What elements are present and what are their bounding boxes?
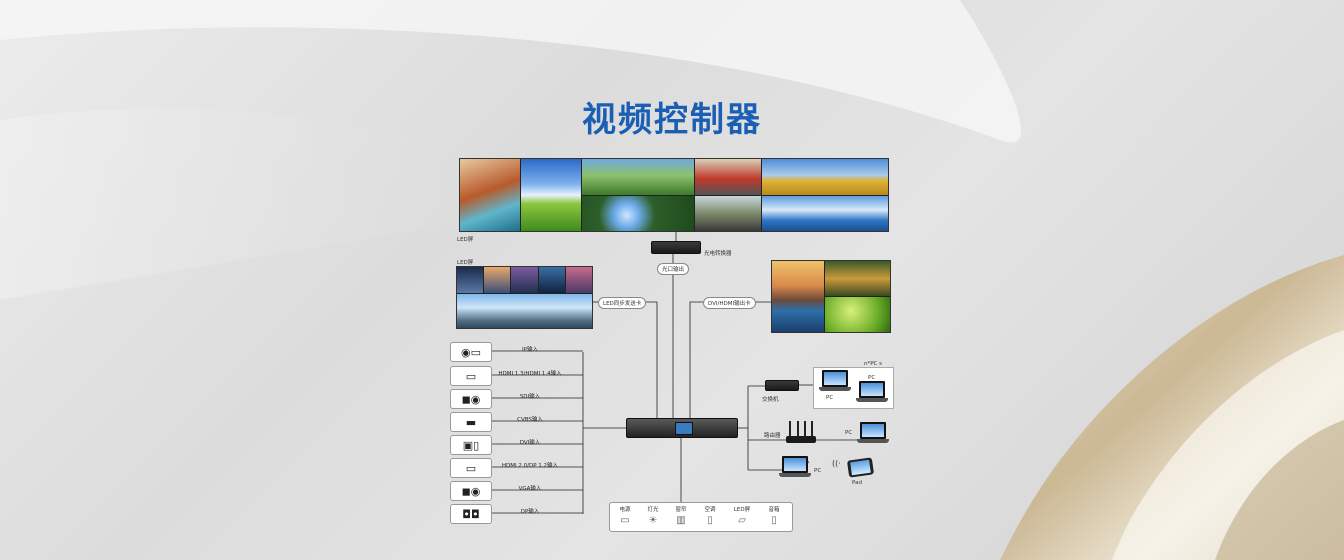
fiber-converter bbox=[651, 241, 701, 254]
left-led-wall bbox=[456, 266, 593, 329]
sunset-tile bbox=[565, 267, 592, 293]
hut-sunset-tile bbox=[772, 261, 824, 332]
input-label: CVBS输入 bbox=[517, 417, 543, 423]
switch-label: 交换机 bbox=[762, 397, 779, 403]
wifi-signal-icon: ((· bbox=[832, 459, 841, 468]
led-sync-card-tag: LED同步发送卡 bbox=[598, 297, 647, 309]
input-label: HDMI 2.0/DP 1.2输入 bbox=[501, 463, 559, 469]
laptop-icon bbox=[857, 422, 889, 444]
pc-label: PC bbox=[868, 375, 876, 381]
city-skyline-tile bbox=[457, 294, 592, 328]
input-label: SDI输入 bbox=[519, 394, 541, 400]
dvi-hdmi-card-tag: DVI/HDMI输出卡 bbox=[703, 297, 756, 309]
laptop-icon bbox=[779, 456, 811, 478]
pc-label: PC bbox=[826, 395, 834, 401]
appliance-item: 窗帘 ▥ bbox=[669, 505, 693, 527]
tablet-icon bbox=[846, 457, 875, 478]
laptop-icon bbox=[856, 381, 888, 403]
laptop-icon: ▭ bbox=[465, 461, 477, 475]
appliance-label: 空调 bbox=[704, 507, 716, 513]
input-device-box: ◘◘ bbox=[450, 504, 492, 524]
appliance-label: 电源 bbox=[619, 507, 631, 513]
input-label: IP输入 bbox=[522, 347, 538, 353]
harbor-tile bbox=[538, 267, 565, 293]
connection-line bbox=[640, 301, 658, 418]
appliance-label: 灯光 bbox=[647, 507, 659, 513]
city-night-tile bbox=[457, 267, 484, 293]
beach-rocks-tile bbox=[460, 159, 520, 231]
router-icon bbox=[786, 421, 816, 445]
video-controller-unit bbox=[626, 418, 738, 438]
input-device-box: ▭ bbox=[450, 366, 492, 386]
dusk-tile bbox=[484, 267, 511, 293]
skyline-tile bbox=[511, 267, 538, 293]
lake-sky-tile bbox=[762, 195, 888, 231]
input-label: VGA输入 bbox=[518, 486, 542, 492]
input-label: DP输入 bbox=[520, 509, 540, 515]
appliance-label: LED屏 bbox=[733, 507, 751, 513]
input-device-box: ◉▭ bbox=[450, 342, 492, 362]
air-conditioner-icon: ▯ bbox=[707, 515, 713, 526]
pc-group-label: n*PC s bbox=[864, 361, 883, 367]
light-bulb-icon: ☀ bbox=[648, 515, 658, 526]
connection-line bbox=[689, 301, 703, 418]
power-strip-icon: ▭ bbox=[620, 515, 630, 526]
pad-label: Pad bbox=[852, 480, 862, 486]
computer-icon: ▣▯ bbox=[462, 438, 480, 452]
appliance-item: 电源 ▭ bbox=[613, 505, 637, 527]
ip-camera-icon: ◉▭ bbox=[461, 345, 481, 359]
pc-label: PC bbox=[814, 468, 822, 474]
appliance-item: LED屏 ▱ bbox=[730, 505, 754, 527]
input-label: DVI输入 bbox=[519, 440, 541, 446]
speaker-icon: ▯ bbox=[771, 515, 777, 526]
dvd-player-icon: ▬ bbox=[465, 415, 477, 429]
fiber-output-tag: 光口输出 bbox=[657, 263, 690, 275]
camera-icon: ◘◘ bbox=[462, 507, 480, 521]
curtain-icon: ▥ bbox=[676, 515, 686, 526]
wheat-field-tile bbox=[762, 159, 888, 195]
left-wall-label: LED屏 bbox=[457, 260, 474, 266]
input-device-box: ▬ bbox=[450, 412, 492, 432]
top-led-wall bbox=[459, 158, 889, 232]
network-switch bbox=[765, 380, 799, 391]
led-screen-icon: ▱ bbox=[738, 515, 746, 526]
laptop-icon bbox=[819, 370, 851, 392]
green-field-tile bbox=[521, 159, 581, 231]
appliance-control-bar: 电源 ▭ 灯光 ☀ 窗帘 ▥ 空调 ▯ LED屏 ▱ 音箱 ▯ bbox=[609, 502, 793, 532]
green-leaf-tile bbox=[825, 297, 890, 332]
laptop-icon: ▭ bbox=[465, 369, 477, 383]
appliance-item: 音箱 ▯ bbox=[762, 505, 786, 527]
appliance-label: 窗帘 bbox=[675, 507, 687, 513]
pc-label: PC bbox=[845, 430, 853, 436]
race-cars-tile bbox=[695, 159, 761, 195]
video-camera-icon: ◼◉ bbox=[461, 484, 481, 498]
appliance-item: 灯光 ☀ bbox=[641, 505, 665, 527]
blue-flowers-tile bbox=[582, 195, 694, 231]
car-road-tile bbox=[695, 195, 761, 231]
mountain-meadow-tile bbox=[582, 159, 694, 195]
router-label: 路由器 bbox=[764, 433, 781, 439]
fiber-converter-label: 光电转换器 bbox=[704, 251, 732, 257]
input-device-box: ◼◉ bbox=[450, 389, 492, 409]
input-device-box: ◼◉ bbox=[450, 481, 492, 501]
lion-tile bbox=[825, 261, 890, 296]
input-device-box: ▣▯ bbox=[450, 435, 492, 455]
top-wall-label: LED屏 bbox=[457, 237, 474, 243]
page-title: 视频控制器 bbox=[582, 100, 762, 140]
video-camera-icon: ◼◉ bbox=[461, 392, 481, 406]
right-display-wall bbox=[771, 260, 891, 333]
controller-display-icon bbox=[675, 422, 693, 435]
input-device-box: ▭ bbox=[450, 458, 492, 478]
input-label: HDMI 1.3/HDMI 1.4输入 bbox=[498, 371, 562, 377]
appliance-label: 音箱 bbox=[768, 507, 780, 513]
appliance-item: 空调 ▯ bbox=[698, 505, 722, 527]
